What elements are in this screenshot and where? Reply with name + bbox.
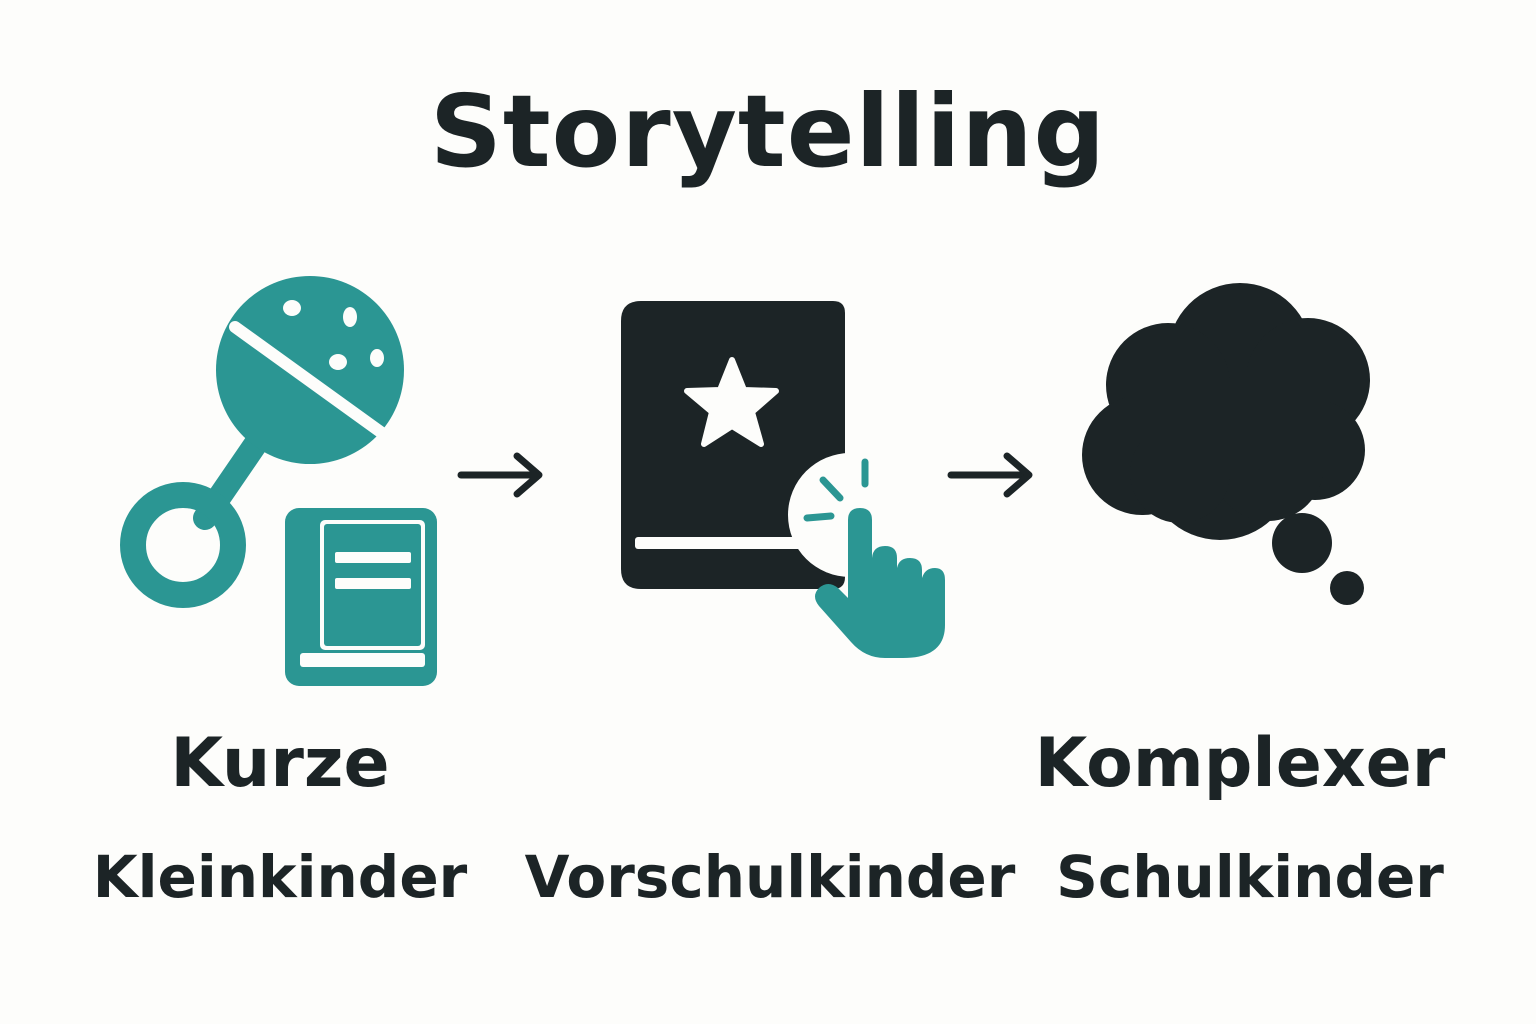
thought-cloud-icon: [1082, 283, 1370, 605]
arrow-right-icon: [947, 452, 1033, 498]
stage-1-heading: Kurze: [170, 724, 390, 803]
stage-1-age-group: Kleinkinder: [92, 843, 468, 911]
book-icon: [285, 508, 437, 686]
page-title: Storytelling: [429, 73, 1107, 190]
arrow-right-icon: [457, 452, 543, 498]
pointing-hand-icon: [788, 453, 945, 658]
stage-3-age-group: Schulkinder: [1056, 843, 1444, 911]
stage-2-age-group: Vorschulkinder: [524, 843, 1016, 911]
rattle-icon: [120, 276, 404, 608]
stage-3-heading: Komplexer: [1034, 724, 1446, 803]
